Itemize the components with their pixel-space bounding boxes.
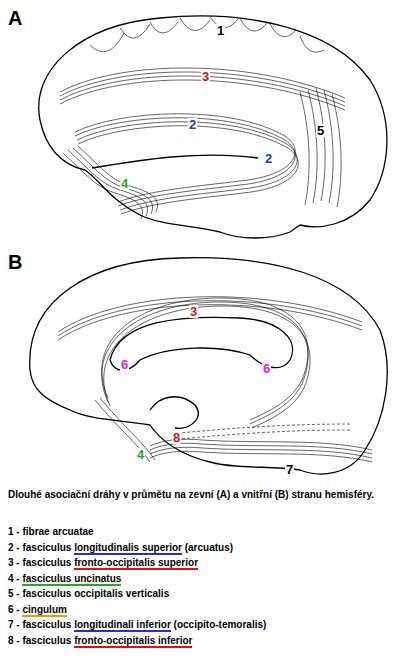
fiber-line bbox=[300, 92, 309, 205]
legend-line: 5 - fasciculus occipitalis verticalis bbox=[8, 588, 169, 600]
fiber-line bbox=[270, 24, 296, 37]
fiber-line bbox=[30, 258, 387, 474]
callout-number: 5 bbox=[316, 124, 325, 137]
outline-a bbox=[39, 16, 387, 238]
callout-number: 2 bbox=[264, 152, 273, 165]
fiber-line bbox=[120, 24, 150, 38]
fiber-line bbox=[170, 430, 350, 440]
fiber-line bbox=[58, 305, 362, 340]
fiber-line bbox=[39, 16, 387, 238]
fiber-line bbox=[95, 400, 150, 462]
callout-number: 8 bbox=[172, 431, 181, 444]
fiber-line bbox=[63, 153, 143, 219]
fiber-line bbox=[92, 155, 258, 168]
fiber-line bbox=[300, 36, 324, 52]
fiber-line bbox=[150, 397, 198, 428]
fiber-line bbox=[73, 148, 153, 214]
underline-mark bbox=[22, 584, 121, 586]
fiber-line bbox=[150, 451, 372, 462]
fiber-line bbox=[150, 22, 178, 33]
callout-number: 3 bbox=[189, 305, 198, 318]
fiber-line bbox=[180, 18, 210, 31]
outline-b bbox=[30, 258, 387, 474]
fiber-line bbox=[58, 301, 362, 336]
fiber-line bbox=[102, 302, 308, 424]
fiber-line bbox=[78, 126, 298, 214]
callout-number: 2 bbox=[188, 118, 197, 131]
fiber-line bbox=[90, 33, 124, 52]
callout-number: 4 bbox=[136, 448, 145, 461]
fiber-line bbox=[332, 94, 341, 207]
fiber-line bbox=[60, 68, 345, 98]
fiber-line bbox=[100, 398, 155, 460]
fiber-line bbox=[316, 88, 325, 201]
fiber-line bbox=[170, 424, 350, 434]
fiber-line bbox=[58, 297, 362, 332]
callout-number: 6 bbox=[262, 362, 271, 375]
fiber-line bbox=[68, 150, 148, 216]
fiber-line bbox=[77, 122, 297, 210]
callout-number: 6 bbox=[120, 358, 129, 371]
legend-line: 1 - fibrae arcuatae bbox=[8, 526, 94, 538]
fiber-line bbox=[324, 90, 333, 203]
fiber-line bbox=[240, 18, 268, 31]
fiber-line bbox=[75, 114, 295, 202]
fibers-b bbox=[58, 297, 372, 462]
underline-mark bbox=[74, 568, 198, 570]
underline-mark bbox=[22, 615, 66, 617]
fibers-a bbox=[60, 17, 345, 219]
panel-letter: B bbox=[8, 252, 22, 272]
fiber-line bbox=[102, 298, 308, 420]
fiber-line bbox=[308, 90, 317, 203]
callout-number: 4 bbox=[120, 177, 129, 190]
fiber-line bbox=[75, 118, 295, 206]
callout-number: 1 bbox=[216, 24, 225, 37]
underline-mark bbox=[74, 630, 171, 632]
callout-number: 3 bbox=[201, 70, 210, 83]
underline-mark bbox=[74, 646, 192, 648]
caption: Dlouhé asociační dráhy v průmětu na zevn… bbox=[8, 488, 393, 501]
panel-letter: A bbox=[8, 8, 22, 28]
fiber-line bbox=[104, 306, 310, 428]
underline-mark bbox=[74, 553, 182, 555]
callout-number: 7 bbox=[285, 463, 294, 476]
fiber-line bbox=[60, 80, 345, 110]
fiber-line bbox=[78, 146, 158, 212]
